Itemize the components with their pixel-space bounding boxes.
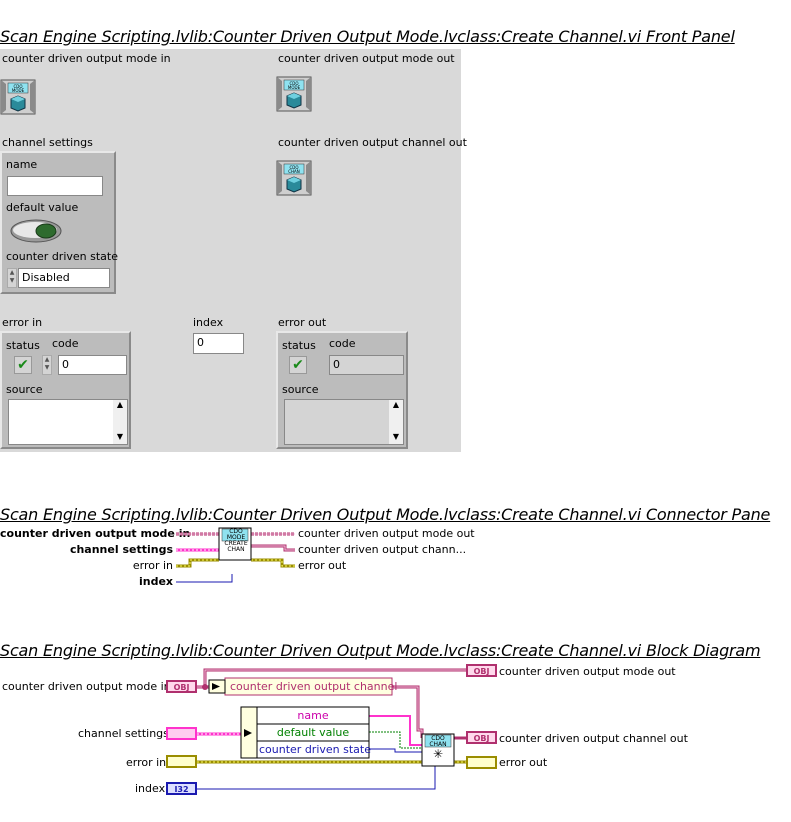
mode-in-terminal-icon[interactable]: CDO MODE	[0, 79, 36, 115]
error-out-source-field	[284, 399, 404, 445]
bd-subvi-icon[interactable]: CDO CHAN	[429, 735, 447, 748]
counter-driven-state-ring[interactable]: Disabled	[18, 268, 110, 288]
bd-mode-out-terminal[interactable]: OBJ	[466, 664, 497, 677]
mode-in-label: counter driven output mode in	[2, 52, 171, 65]
mode-out-label: counter driven output mode out	[278, 52, 455, 65]
cp-output-channel-out: counter driven output chann...	[298, 543, 467, 556]
svg-text:CDO: CDO	[289, 81, 298, 86]
cp-input-channel-settings: channel settings	[69, 543, 173, 556]
error-out-code-field: 0	[329, 355, 404, 375]
counter-driven-state-label: counter driven state	[6, 250, 118, 263]
error-out-source-label: source	[282, 383, 319, 396]
default-value-label: default value	[6, 201, 79, 214]
cp-input-error-in: error in	[132, 559, 173, 572]
error-in-code-spinner[interactable]: ▲▼	[42, 355, 52, 375]
bd-unbundle-name: name	[297, 709, 329, 722]
svg-text:CDO: CDO	[289, 165, 298, 170]
error-in-source-field[interactable]	[8, 399, 128, 445]
cp-icon-line-1: CDO	[229, 528, 243, 535]
front-panel: counter driven output mode in CDO MODE c…	[0, 49, 467, 452]
bd-error-out-terminal[interactable]	[466, 756, 497, 769]
error-out-cluster: status code ✔ 0 source ▲ ▼	[276, 331, 408, 449]
error-in-status-check-icon[interactable]: ✔	[14, 356, 32, 374]
svg-text:MODE: MODE	[12, 88, 25, 93]
error-out-code-label: code	[329, 337, 356, 350]
bd-index-terminal[interactable]: I32	[166, 782, 197, 795]
front-panel-title: Scan Engine Scripting.lvlib:Counter Driv…	[0, 27, 735, 46]
index-label: index	[193, 316, 224, 329]
error-in-status-label: status	[6, 339, 40, 352]
svg-text:✳: ✳	[433, 747, 443, 761]
name-label: name	[6, 158, 38, 171]
channel-settings-label: channel settings	[2, 136, 93, 149]
error-in-source-label: source	[6, 383, 43, 396]
error-in-code-label: code	[52, 337, 79, 350]
channel-out-label: counter driven output channel out	[278, 136, 467, 149]
error-out-source-scrollbar[interactable]: ▲ ▼	[389, 400, 403, 444]
cp-output-error-out: error out	[298, 559, 347, 572]
error-out-label: error out	[278, 316, 327, 329]
block-diagram-title: Scan Engine Scripting.lvlib:Counter Driv…	[0, 641, 761, 660]
bd-property-label: counter driven output channel	[230, 680, 398, 693]
bd-mode-in-terminal[interactable]: OBJ	[166, 680, 197, 693]
error-in-source-scrollbar[interactable]: ▲ ▼	[113, 400, 127, 444]
default-value-toggle[interactable]	[10, 219, 62, 243]
channel-settings-cluster: name default value counter driven state …	[0, 151, 118, 294]
bd-channel-out-terminal[interactable]: OBJ	[466, 731, 497, 744]
bd-index-label: index	[135, 782, 166, 795]
bd-error-in-label: error in	[126, 756, 167, 769]
bd-channel-settings-terminal[interactable]	[166, 727, 197, 740]
error-out-status-check-icon: ✔	[289, 356, 307, 374]
error-out-status-label: status	[282, 339, 316, 352]
svg-text:MODE: MODE	[288, 85, 301, 90]
bd-mode-out-label: counter driven output mode out	[499, 665, 676, 678]
bd-channel-out-label: counter driven output channel out	[499, 732, 688, 745]
cp-input-index: index	[138, 575, 173, 588]
bd-error-out-label: error out	[499, 756, 548, 769]
bd-mode-in-label: counter driven output mode in	[2, 680, 171, 693]
bd-unbundle-default-value: default value	[276, 726, 350, 739]
connector-pane-wires	[176, 527, 295, 583]
cp-input-mode-in: counter driven output mode in	[0, 527, 191, 540]
bd-error-in-terminal[interactable]	[166, 755, 197, 768]
cp-icon-line-3: CREATE	[224, 540, 248, 547]
cp-output-mode-out: counter driven output mode out	[298, 527, 475, 540]
mode-out-indicator-icon[interactable]: CDO MODE	[276, 76, 312, 112]
error-in-cluster: status code ✔ ▲▼ 0 source ▲ ▼	[0, 331, 131, 449]
bd-channel-settings-label: channel settings	[78, 727, 169, 740]
bd-unbundle-state: counter driven state	[259, 743, 371, 756]
index-field[interactable]: 0	[193, 333, 244, 354]
name-field[interactable]	[7, 176, 103, 196]
cp-icon-line-4: CHAN	[227, 546, 245, 553]
svg-text:CDO: CDO	[13, 84, 22, 89]
cp-icon-line-2: MODE	[226, 534, 246, 541]
svg-text:CHAN: CHAN	[288, 169, 300, 174]
error-in-code-field[interactable]: 0	[58, 355, 127, 375]
block-diagram-wires: ✳	[197, 668, 466, 790]
error-in-label: error in	[2, 316, 43, 329]
connector-pane-title: Scan Engine Scripting.lvlib:Counter Driv…	[0, 505, 771, 524]
state-spinner[interactable]: ▲▼	[7, 268, 17, 288]
channel-out-indicator-icon[interactable]: CDO CHAN	[276, 160, 312, 196]
cp-icon-text: CDO MODE CREATE CHAN	[221, 529, 251, 553]
